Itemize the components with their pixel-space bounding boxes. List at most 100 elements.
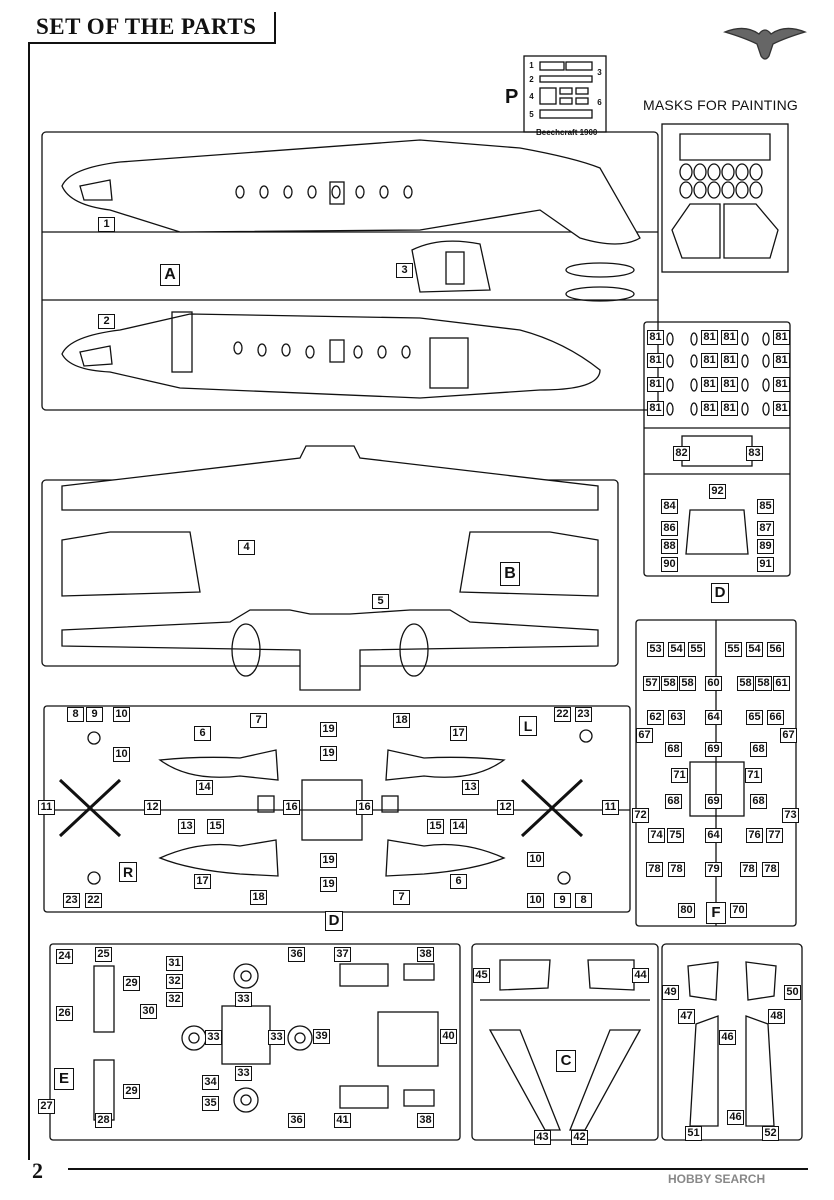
part-label: 9 <box>86 707 103 722</box>
part-label: 70 <box>730 903 747 918</box>
part-label: 81 <box>721 330 738 345</box>
part-label: 33 <box>205 1030 222 1045</box>
title-box <box>30 12 276 44</box>
part-label: 2 <box>98 314 115 329</box>
part-label: 67 <box>780 728 797 743</box>
part-label: 27 <box>38 1099 55 1114</box>
part-label: 5 <box>527 110 536 119</box>
photoetch-letter: P <box>505 86 519 108</box>
part-label: 26 <box>56 1006 73 1021</box>
part-label: 31 <box>166 956 183 971</box>
part-label: 66 <box>767 710 784 725</box>
page-frame-left <box>28 42 30 1160</box>
sprue-b <box>41 445 619 691</box>
part-label: 81 <box>701 401 718 416</box>
sprue-letter-d-small: D <box>711 583 729 603</box>
part-label: 10 <box>113 747 130 762</box>
part-label: 81 <box>721 377 738 392</box>
sprue-letter-f: F <box>706 902 726 924</box>
part-label: 30 <box>140 1004 157 1019</box>
part-label: 81 <box>701 377 718 392</box>
part-label: 1 <box>98 217 115 232</box>
part-label: 29 <box>123 976 140 991</box>
part-label: 18 <box>250 890 267 905</box>
page-frame-bottom <box>68 1168 808 1170</box>
part-label: 81 <box>701 330 718 345</box>
part-label: 41 <box>334 1113 351 1128</box>
part-label: 79 <box>705 862 722 877</box>
part-label: 39 <box>313 1029 330 1044</box>
part-label: 78 <box>668 862 685 877</box>
part-label: 40 <box>440 1029 457 1044</box>
part-label: 72 <box>632 808 649 823</box>
part-label: 58 <box>679 676 696 691</box>
part-label: 75 <box>667 828 684 843</box>
part-label: 53 <box>647 642 664 657</box>
part-label: 3 <box>396 263 413 278</box>
part-label: 74 <box>648 828 665 843</box>
part-label: 14 <box>450 819 467 834</box>
part-label: 19 <box>320 877 337 892</box>
part-label: 58 <box>755 676 772 691</box>
part-label: 18 <box>393 713 410 728</box>
part-label: 54 <box>746 642 763 657</box>
part-label: 33 <box>235 992 252 1007</box>
owl-logo-icon <box>723 27 807 60</box>
part-label: 81 <box>721 353 738 368</box>
part-label: 15 <box>207 819 224 834</box>
part-label: 12 <box>144 800 161 815</box>
part-label: 15 <box>427 819 444 834</box>
part-label: 71 <box>745 768 762 783</box>
part-label: 24 <box>56 949 73 964</box>
part-label: 23 <box>575 707 592 722</box>
part-label: 10 <box>527 893 544 908</box>
part-label: 4 <box>238 540 255 555</box>
part-label: 57 <box>643 676 660 691</box>
part-label: 6 <box>194 726 211 741</box>
part-label: 43 <box>534 1130 551 1145</box>
part-label: 81 <box>647 401 664 416</box>
part-label: 62 <box>647 710 664 725</box>
part-label: 56 <box>767 642 784 657</box>
part-label: 76 <box>746 828 763 843</box>
part-label: 23 <box>63 893 80 908</box>
part-label: 81 <box>773 377 790 392</box>
part-label: 91 <box>757 557 774 572</box>
sprue-letter-b: B <box>500 562 520 586</box>
part-label: 47 <box>678 1009 695 1024</box>
sprue-d-large <box>43 705 631 913</box>
part-label: 33 <box>268 1030 285 1045</box>
part-label: 4 <box>527 92 536 101</box>
masks-title: MASKS FOR PAINTING <box>643 97 799 113</box>
part-label: 13 <box>178 819 195 834</box>
part-label: 44 <box>632 968 649 983</box>
part-label: 55 <box>688 642 705 657</box>
part-label: 7 <box>250 713 267 728</box>
part-label: 45 <box>473 968 490 983</box>
part-label: 32 <box>166 992 183 1007</box>
part-label: 89 <box>757 539 774 554</box>
part-label: 64 <box>705 710 722 725</box>
part-label: 22 <box>554 707 571 722</box>
part-label: 81 <box>647 377 664 392</box>
page-title: SET OF THE PARTS <box>36 14 257 39</box>
part-label: 37 <box>334 947 351 962</box>
part-label: 25 <box>95 947 112 962</box>
photoetch-caption: Beechcraft 1900 <box>536 128 598 137</box>
part-label: 85 <box>757 499 774 514</box>
part-label: 48 <box>768 1009 785 1024</box>
part-label: 65 <box>746 710 763 725</box>
part-label: 29 <box>123 1084 140 1099</box>
part-label: 13 <box>462 780 479 795</box>
part-label: 38 <box>417 1113 434 1128</box>
part-label: 86 <box>661 521 678 536</box>
part-label: 60 <box>705 676 722 691</box>
part-label: 46 <box>727 1110 744 1125</box>
part-label: 81 <box>721 401 738 416</box>
masks-sheet <box>661 123 789 273</box>
part-label: 19 <box>320 722 337 737</box>
part-label: 69 <box>705 794 722 809</box>
part-label: 92 <box>709 484 726 499</box>
part-label: 71 <box>671 768 688 783</box>
sprue-e <box>49 943 461 1141</box>
